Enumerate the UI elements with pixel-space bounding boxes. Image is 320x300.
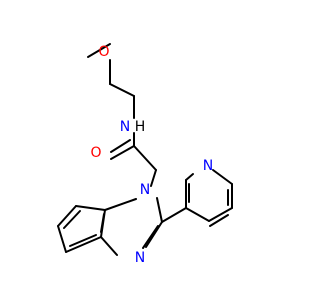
pyridine-double-1 [209,214,229,227]
ring-bond-4 [100,236,118,256]
methoxy-oxygen-label: O [98,44,109,60]
amide-hydrogen-label: H [135,119,146,135]
ring-bond-2 [156,197,163,223]
methyl-bond [87,43,111,58]
pyridine-bond-5 [212,169,233,185]
benzene-double-2 [69,234,97,247]
benzene-bond-3 [57,225,67,253]
ring-bond-1 [104,198,137,211]
molecule-structure: O N H O N N N [57,43,233,266]
benzimidazole-n1-label: N [140,182,150,198]
ch2-n-bond [150,169,157,187]
molecule-diagram: O N H O N N N [57,43,233,266]
benzimidazole-n3-label: N [135,250,145,266]
carbonyl-bond-b [110,139,131,153]
pyridine-nitrogen-label: N [203,158,213,174]
pyridine-bond-6 [185,173,194,181]
methoxy-chain [87,43,135,119]
ring-bond-3 [145,221,163,248]
chain-bond-1 [109,83,135,97]
carbonyl-bond-a [110,145,135,160]
pyridine-link [161,207,187,223]
amide-nitrogen-label: N [120,119,130,135]
pyridine-ring [161,169,233,227]
benzene-double-1 [63,210,81,229]
benzene-bond-2 [57,205,77,227]
benzene-bond-4 [65,236,102,253]
pyridine-bond-3 [208,207,233,222]
benzene-bond-1 [75,205,106,211]
carbonyl-oxygen-label: O [90,145,101,161]
ring-bond-3b [142,225,159,249]
benzimidazole-ring [57,197,163,256]
amide-group [110,132,157,187]
pyridine-bond-2 [185,207,210,222]
ch2-bond [133,145,157,171]
benzene-double-3 [100,213,105,233]
